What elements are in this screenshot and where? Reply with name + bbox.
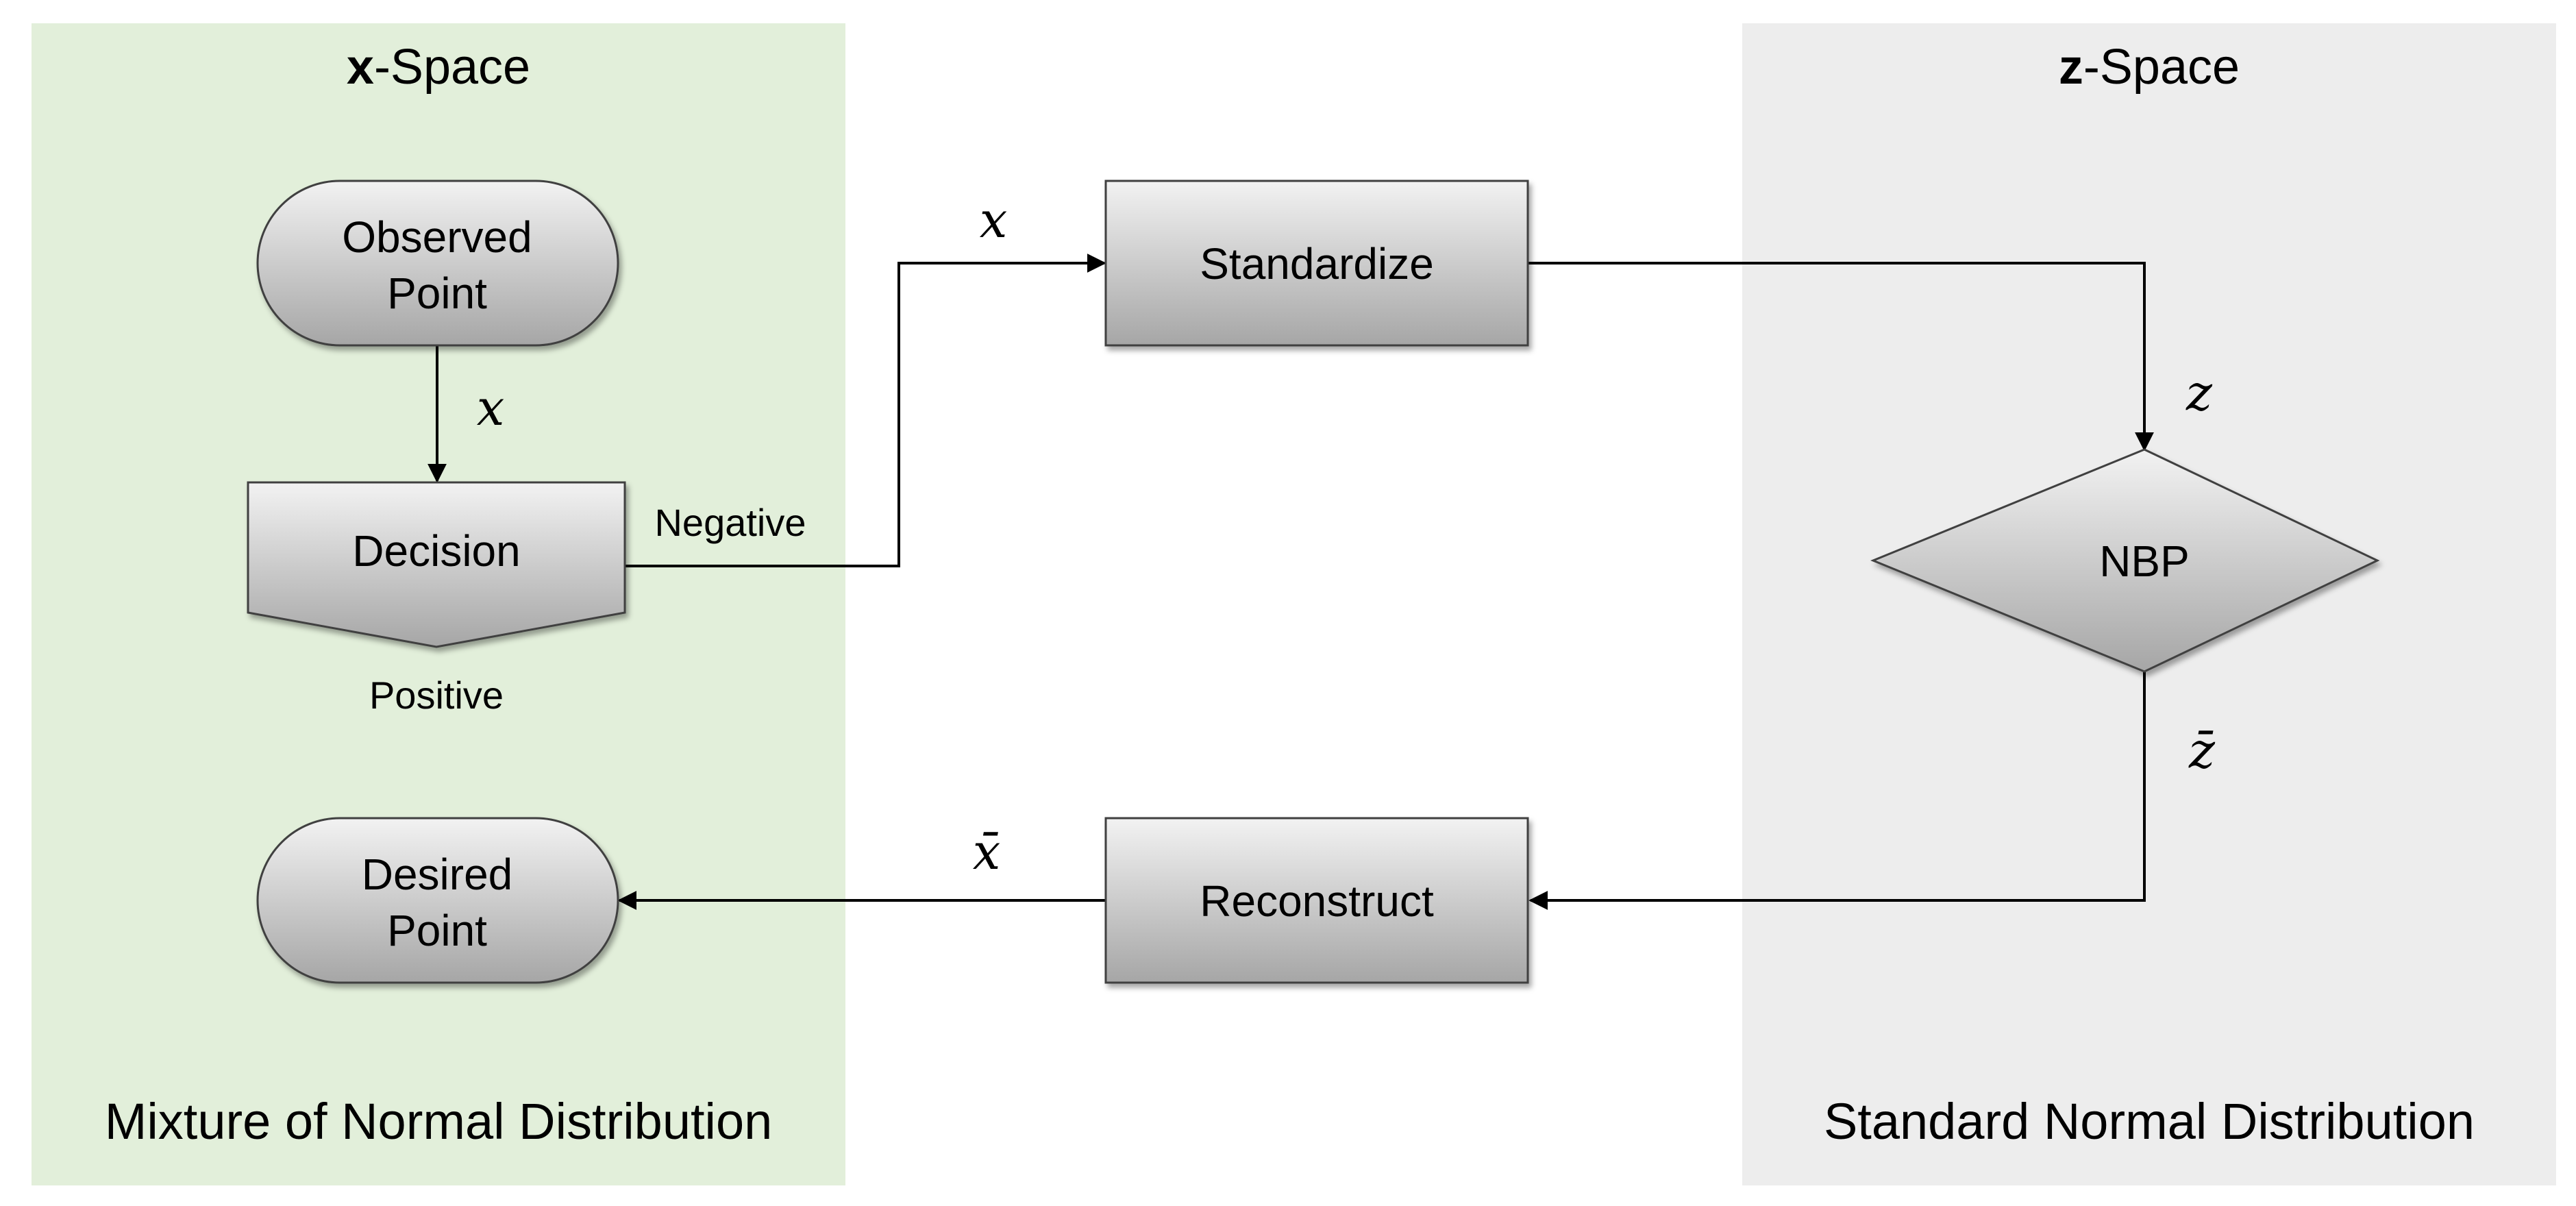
observed-point-shape — [256, 180, 619, 347]
edge-label-negative: Negative — [654, 501, 806, 544]
observed-point-label-line2: Point — [387, 269, 487, 318]
edge-label-positive: Positive — [369, 674, 504, 717]
edge-label-z-bar: z̄ — [2188, 722, 2216, 779]
x-space-subtitle: Mixture of Normal Distribution — [105, 1093, 773, 1150]
arrow-nbp-to-reconstruct — [1528, 672, 2146, 910]
edge-label-x-bar: x̄ — [973, 823, 1001, 881]
edge-label-x-observed: x — [477, 379, 505, 436]
observed-point-node: Observed Point — [256, 180, 619, 347]
z-space-title: z-Space — [2059, 40, 2240, 95]
x-space-title-bold: x — [347, 40, 374, 95]
reconstruct-label: Reconstruct — [1200, 876, 1434, 926]
standardize-node: Standardize — [1104, 180, 1529, 347]
desired-point-label-line1: Desired — [362, 850, 513, 899]
desired-point-shape — [256, 817, 619, 984]
nbp-node: NBP — [1870, 448, 2380, 673]
arrow-standardize-to-nbp — [1528, 262, 2154, 452]
observed-point-label-line1: Observed — [342, 212, 532, 262]
decision-shape — [247, 481, 626, 648]
arrow-decision-to-standardize — [625, 254, 1106, 567]
decision-label: Decision — [352, 526, 520, 576]
standardize-shape — [1104, 180, 1529, 347]
nbp-shape — [1870, 448, 2380, 673]
desired-point-node: Desired Point — [256, 817, 619, 984]
edge-label-z: z — [2185, 364, 2213, 421]
z-space-title-bold: z — [2059, 40, 2083, 95]
decision-node: Decision — [247, 481, 626, 648]
reconstruct-node: Reconstruct — [1104, 817, 1529, 984]
edge-label-x-standardize: x — [980, 191, 1008, 249]
standardize-label: Standardize — [1200, 239, 1434, 288]
x-space-title: x-Space — [347, 40, 530, 95]
reconstruct-shape — [1104, 817, 1529, 984]
x-space-title-rest: -Space — [374, 40, 530, 95]
nbp-label: NBP — [2099, 537, 2190, 586]
z-space-subtitle: Standard Normal Distribution — [1824, 1093, 2475, 1150]
z-space-title-rest: -Space — [2083, 40, 2240, 95]
desired-point-label-line2: Point — [387, 906, 487, 955]
